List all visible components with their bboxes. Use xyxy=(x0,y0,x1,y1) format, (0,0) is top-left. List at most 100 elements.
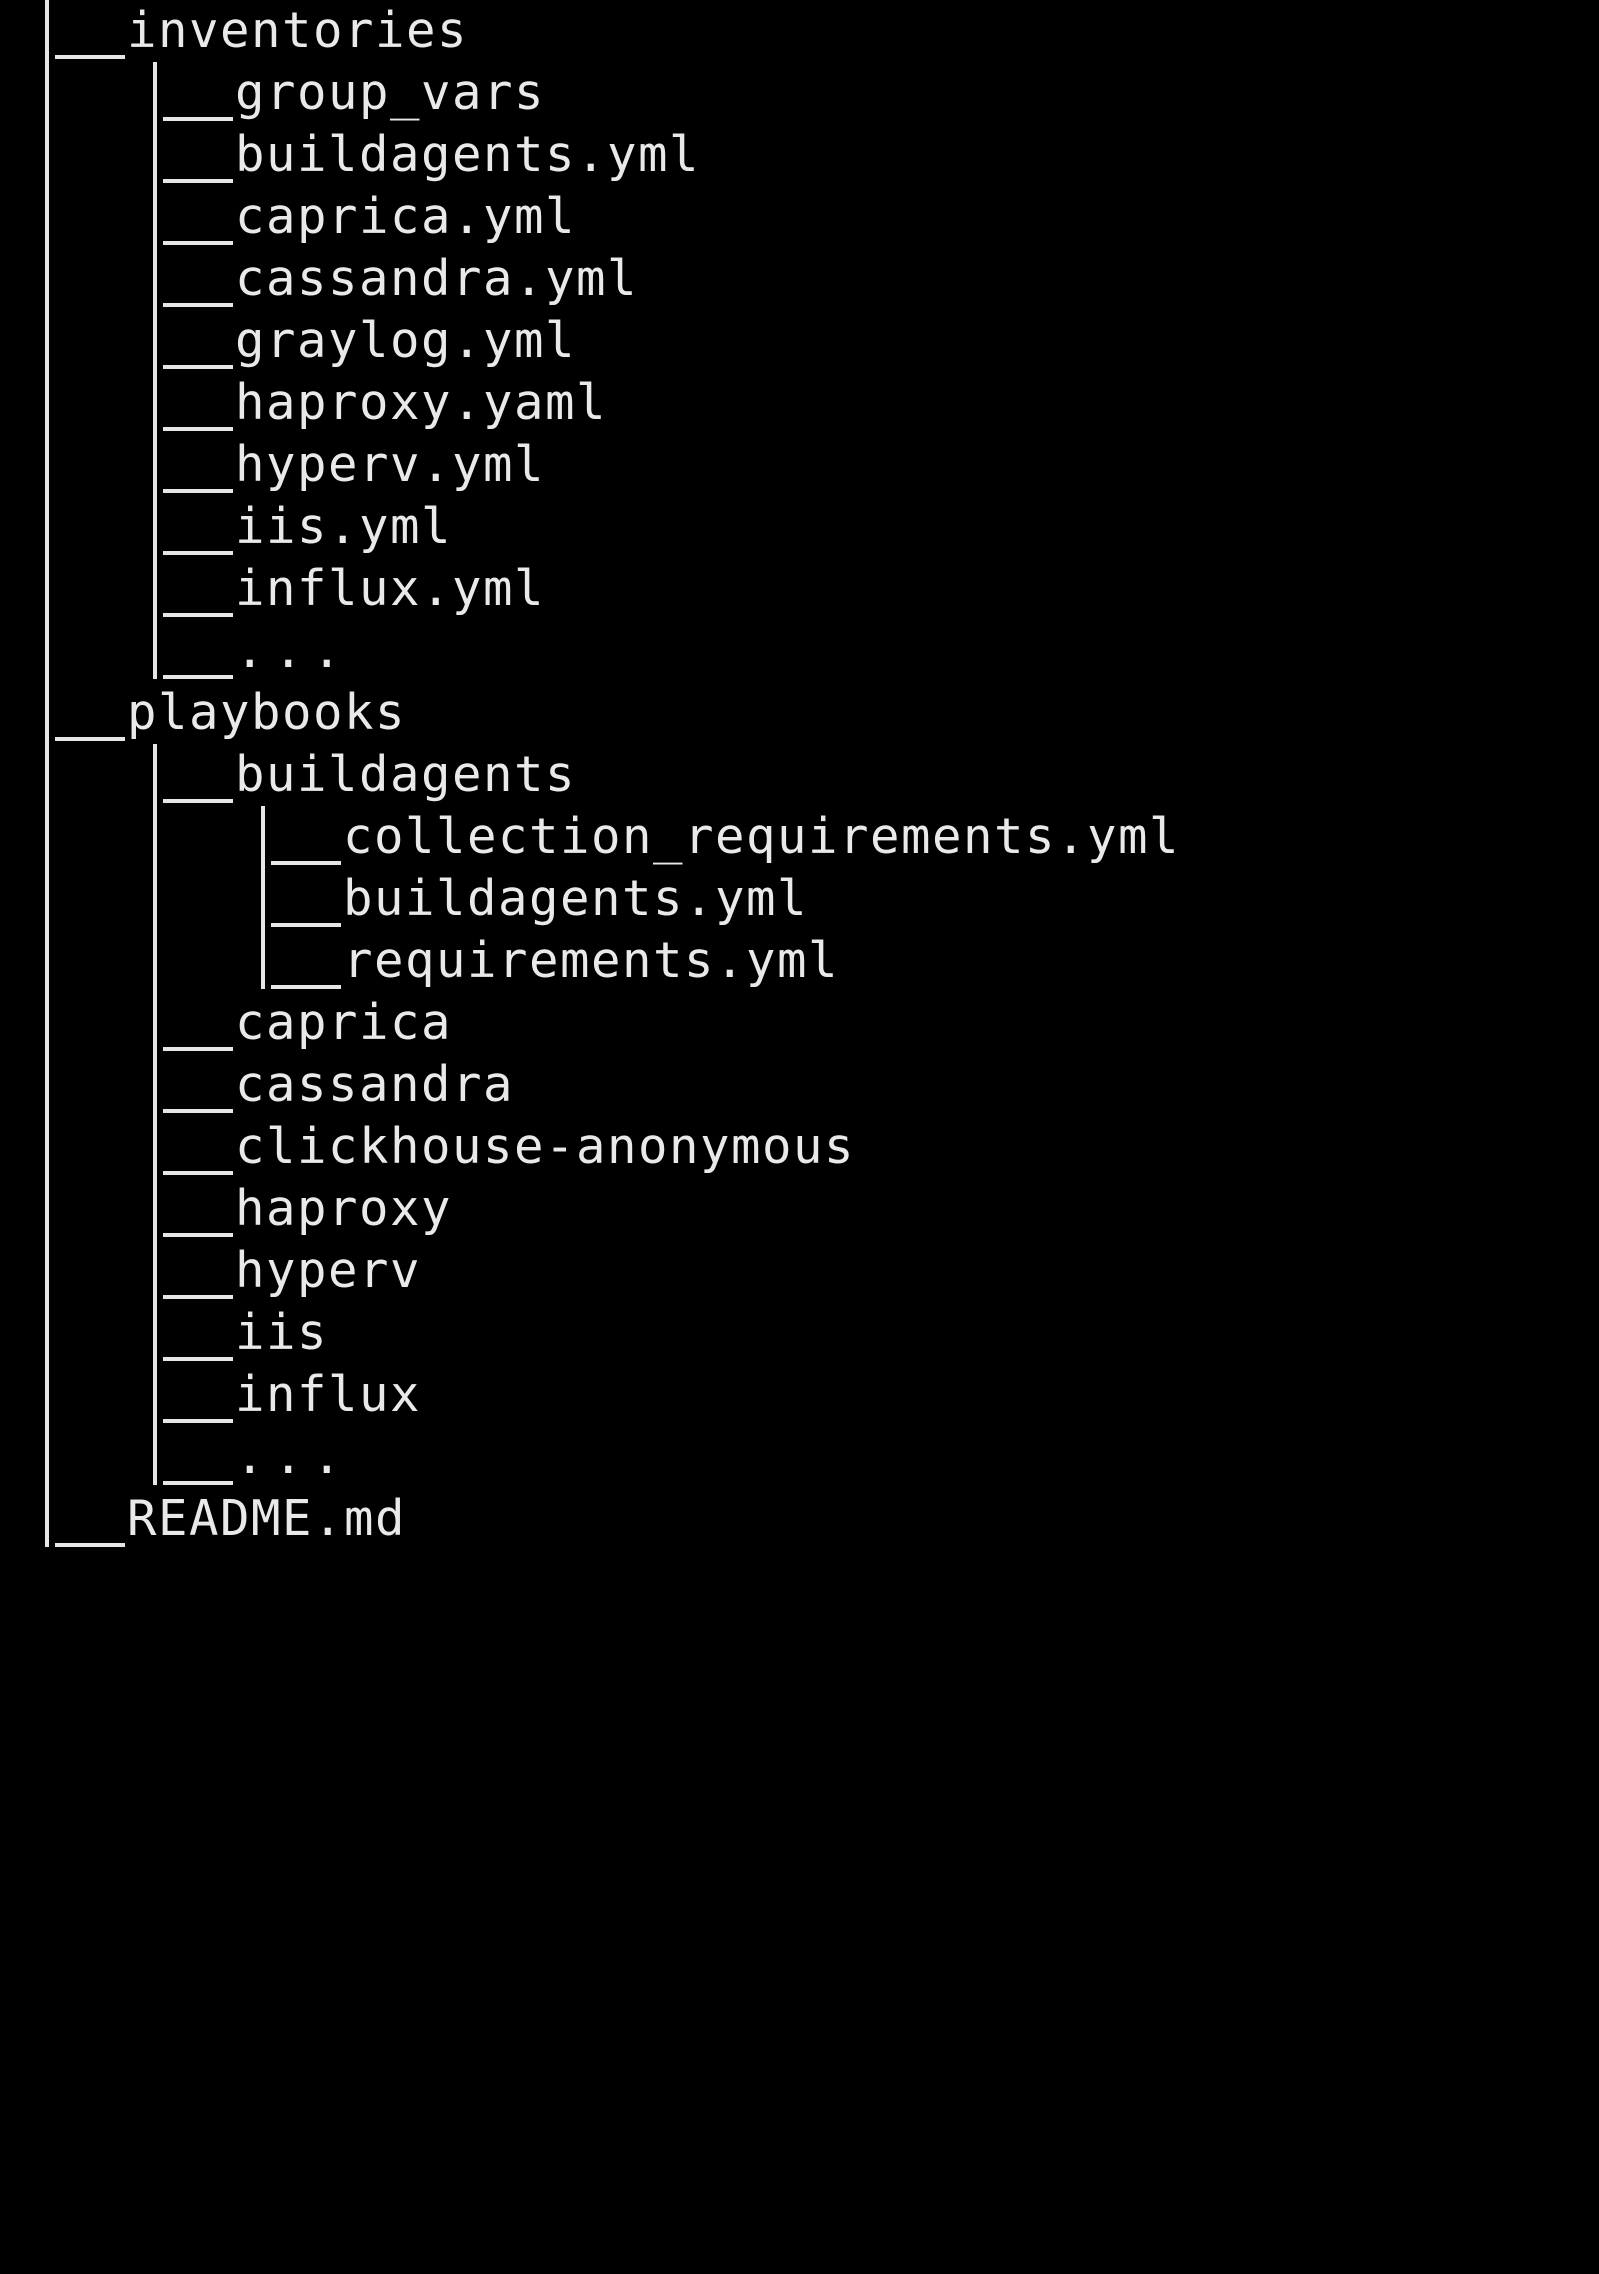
tree-directory-label: group_vars xyxy=(235,64,546,121)
tree-row[interactable]: group_vars xyxy=(0,62,1599,124)
tree-row[interactable]: caprica xyxy=(0,992,1599,1054)
tree-trunk-continuation xyxy=(45,868,49,930)
tree-branch-horizontal xyxy=(163,1295,233,1299)
tree-file-label: cassandra.yml xyxy=(235,250,639,307)
tree-branch-horizontal xyxy=(163,675,233,679)
tree-row[interactable]: graylog.yml xyxy=(0,310,1599,372)
tree-trunk-continuation xyxy=(153,930,157,992)
tree-branch-horizontal xyxy=(55,737,125,741)
tree-file-label: hyperv.yml xyxy=(235,436,546,493)
tree-trunk-continuation xyxy=(45,62,49,124)
tree-row[interactable]: requirements.yml xyxy=(0,930,1599,992)
tree-file-label: influx.yml xyxy=(235,560,546,617)
tree-branch-horizontal xyxy=(271,861,341,865)
tree-branch-vertical xyxy=(153,1178,157,1240)
tree-row[interactable]: cassandra xyxy=(0,1054,1599,1116)
tree-row[interactable]: haproxy xyxy=(0,1178,1599,1240)
tree-file-label: graylog.yml xyxy=(235,312,577,369)
tree-branch-horizontal xyxy=(163,799,233,803)
tree-branch-vertical xyxy=(153,1426,157,1485)
tree-branch-horizontal xyxy=(163,613,233,617)
tree-trunk-continuation xyxy=(45,310,49,372)
tree-branch-horizontal xyxy=(163,179,233,183)
tree-branch-horizontal xyxy=(163,1109,233,1113)
tree-trunk-continuation xyxy=(45,1364,49,1426)
tree-trunk-continuation xyxy=(45,1302,49,1364)
tree-row[interactable]: hyperv.yml xyxy=(0,434,1599,496)
tree-directory-label: cassandra xyxy=(235,1056,515,1113)
tree-row[interactable]: README.md xyxy=(0,1488,1599,1550)
tree-branch-vertical xyxy=(153,372,157,434)
tree-row[interactable]: caprica.yml xyxy=(0,186,1599,248)
tree-row[interactable]: inventories xyxy=(0,0,1599,62)
tree-branch-vertical xyxy=(261,868,265,930)
tree-trunk-continuation xyxy=(45,744,49,806)
tree-branch-vertical xyxy=(153,1364,157,1426)
tree-trunk-continuation xyxy=(45,434,49,496)
tree-trunk-continuation xyxy=(153,806,157,868)
tree-trunk-continuation xyxy=(45,992,49,1054)
tree-branch-horizontal xyxy=(163,303,233,307)
tree-row[interactable]: iis xyxy=(0,1302,1599,1364)
tree-row[interactable]: cassandra.yml xyxy=(0,248,1599,310)
tree-row[interactable]: clickhouse-anonymous xyxy=(0,1116,1599,1178)
tree-trunk-continuation xyxy=(45,1178,49,1240)
tree-branch-vertical xyxy=(153,310,157,372)
tree-branch-horizontal xyxy=(163,241,233,245)
tree-branch-horizontal xyxy=(163,1047,233,1051)
tree-file-label: buildagents.yml xyxy=(343,870,809,927)
tree-directory-label: caprica xyxy=(235,994,453,1051)
tree-branch-vertical xyxy=(153,558,157,620)
tree-trunk-continuation xyxy=(153,868,157,930)
tree-branch-vertical xyxy=(153,124,157,186)
tree-branch-vertical xyxy=(153,992,157,1054)
tree-branch-horizontal xyxy=(163,1481,233,1485)
tree-row[interactable]: collection_requirements.yml xyxy=(0,806,1599,868)
tree-branch-vertical xyxy=(153,248,157,310)
tree-directory-label: inventories xyxy=(127,2,469,59)
tree-directory-label: playbooks xyxy=(127,684,407,741)
tree-row[interactable]: playbooks xyxy=(0,682,1599,744)
tree-branch-horizontal xyxy=(163,117,233,121)
tree-row[interactable]: influx xyxy=(0,1364,1599,1426)
tree-file-label: requirements.yml xyxy=(343,932,840,989)
tree-directory-label: clickhouse-anonymous xyxy=(235,1118,856,1175)
tree-trunk-continuation xyxy=(45,1116,49,1178)
tree-branch-vertical xyxy=(45,682,49,744)
tree-branch-horizontal xyxy=(163,427,233,431)
tree-row[interactable]: ... xyxy=(0,620,1599,682)
tree-row[interactable]: buildagents.yml xyxy=(0,868,1599,930)
tree-row[interactable]: influx.yml xyxy=(0,558,1599,620)
tree-branch-vertical xyxy=(153,186,157,248)
tree-branch-vertical xyxy=(153,620,157,679)
tree-branch-vertical xyxy=(261,930,265,989)
tree-branch-horizontal xyxy=(271,985,341,989)
tree-file-label: haproxy.yaml xyxy=(235,374,608,431)
tree-trunk-continuation xyxy=(45,806,49,868)
tree-row[interactable]: haproxy.yaml xyxy=(0,372,1599,434)
tree-trunk-continuation xyxy=(45,620,49,682)
tree-row[interactable]: buildagents xyxy=(0,744,1599,806)
tree-file-label: collection_requirements.yml xyxy=(343,808,1181,865)
tree-directory-label: influx xyxy=(235,1366,422,1423)
tree-file-label: caprica.yml xyxy=(235,188,577,245)
tree-directory-label: haproxy xyxy=(235,1180,453,1237)
tree-row[interactable]: ... xyxy=(0,1426,1599,1488)
tree-file-label: iis.yml xyxy=(235,498,453,555)
tree-directory-label: hyperv xyxy=(235,1242,422,1299)
tree-trunk-continuation xyxy=(45,1426,49,1488)
tree-branch-vertical xyxy=(153,744,157,806)
tree-branch-vertical xyxy=(45,1488,49,1547)
tree-trunk-continuation xyxy=(45,372,49,434)
tree-file-label: README.md xyxy=(127,1490,407,1547)
tree-branch-vertical xyxy=(153,1116,157,1178)
tree-row[interactable]: buildagents.yml xyxy=(0,124,1599,186)
tree-file-label: buildagents.yml xyxy=(235,126,701,183)
tree-row[interactable]: iis.yml xyxy=(0,496,1599,558)
tree-row[interactable]: hyperv xyxy=(0,1240,1599,1302)
tree-branch-vertical xyxy=(153,62,157,124)
tree-branch-horizontal xyxy=(163,1419,233,1423)
tree-trunk-continuation xyxy=(45,930,49,992)
tree-trunk-continuation xyxy=(45,1054,49,1116)
tree-branch-horizontal xyxy=(163,1233,233,1237)
